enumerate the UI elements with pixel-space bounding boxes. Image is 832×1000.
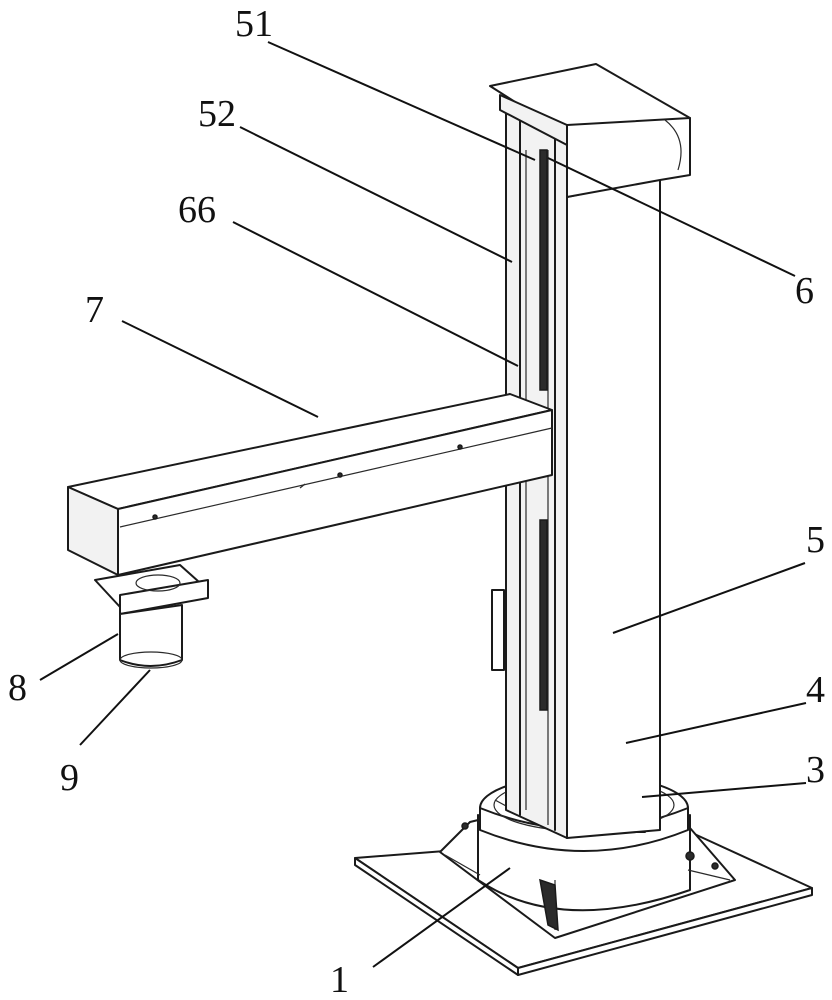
leader-51	[268, 42, 535, 160]
label-51: 51	[235, 3, 273, 45]
label-9: 9	[60, 757, 79, 799]
label-4: 4	[806, 669, 825, 711]
label-6: 6	[795, 270, 814, 312]
label-7: 7	[85, 289, 104, 331]
label-5: 5	[806, 519, 825, 561]
label-52: 52	[198, 93, 236, 135]
leader-9	[80, 670, 150, 745]
label-66: 66	[178, 189, 216, 231]
label-8: 8	[8, 667, 27, 709]
horizontal-arm	[68, 394, 552, 575]
label-1: 1	[330, 959, 349, 1000]
leader-8	[40, 634, 118, 680]
end-tool	[120, 605, 182, 668]
leader-7	[122, 321, 318, 417]
label-3: 3	[806, 749, 825, 791]
leader-52	[240, 127, 512, 262]
